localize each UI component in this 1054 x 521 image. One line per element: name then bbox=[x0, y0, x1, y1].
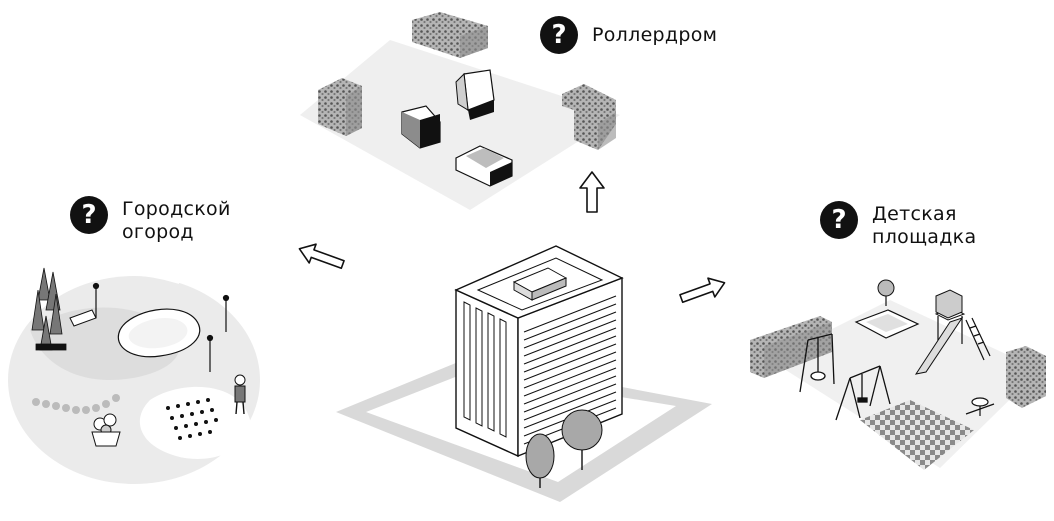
garden-title-line2: огород bbox=[122, 221, 231, 244]
rollerdrome-label: ? Роллердром bbox=[540, 16, 717, 54]
question-icon[interactable]: ? bbox=[820, 201, 858, 239]
garden-title-line1: Городской bbox=[122, 198, 231, 221]
playground-plot bbox=[750, 280, 1046, 470]
playground-title: Детская площадка bbox=[872, 201, 976, 249]
playground-title-line1: Детская bbox=[872, 203, 976, 226]
playground-hedge-right bbox=[1006, 346, 1046, 408]
arrow-up-icon bbox=[580, 172, 604, 212]
question-icon[interactable]: ? bbox=[540, 16, 578, 54]
playground-label: ? Детская площадка bbox=[820, 201, 976, 249]
garden-title: Городской огород bbox=[122, 196, 231, 244]
playground-title-line2: площадка bbox=[872, 226, 976, 249]
rollerdrome-title: Роллердром bbox=[592, 24, 717, 47]
arrow-left-icon bbox=[296, 239, 346, 274]
garden-plot bbox=[8, 268, 260, 484]
garden-label: ? Городской огород bbox=[70, 196, 231, 244]
rollerdrome-title-line1: Роллердром bbox=[592, 24, 717, 47]
arrow-right-icon bbox=[678, 273, 728, 308]
question-icon[interactable]: ? bbox=[70, 196, 108, 234]
